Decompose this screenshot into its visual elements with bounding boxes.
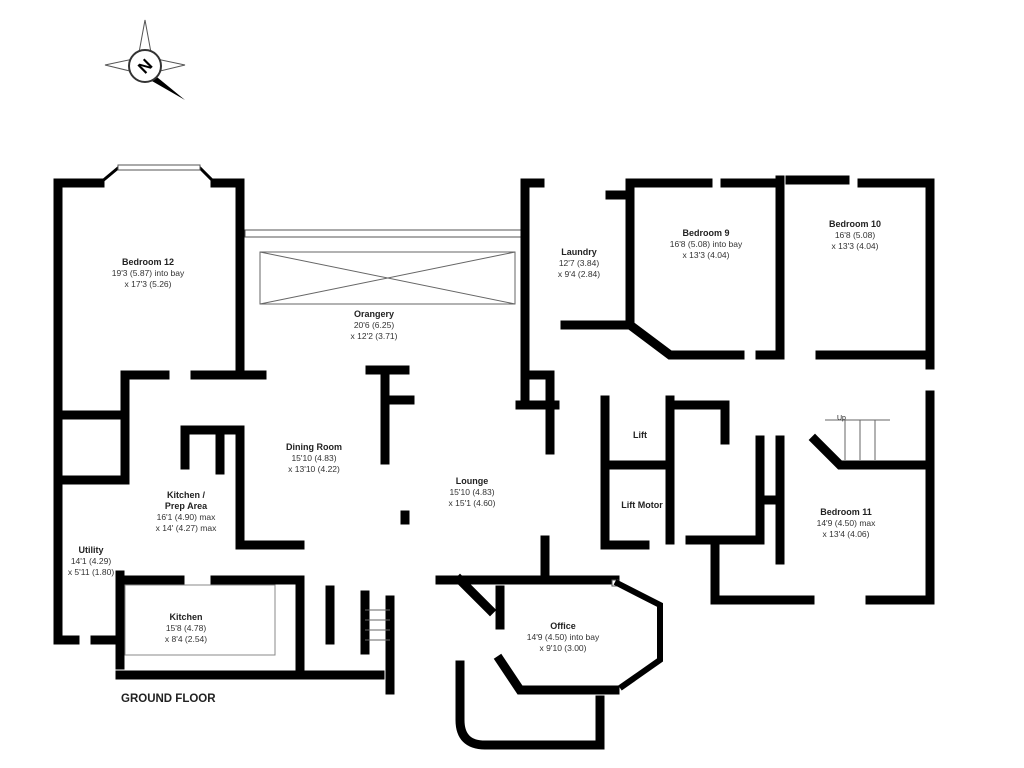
svg-text:Bedroom 11: Bedroom 11 (820, 507, 872, 517)
svg-text:19'3 (5.87) into bay: 19'3 (5.87) into bay (112, 268, 185, 278)
svg-text:Kitchen /: Kitchen / (167, 490, 206, 500)
svg-text:14'9 (4.50) max: 14'9 (4.50) max (817, 518, 877, 528)
svg-text:Orangery: Orangery (354, 309, 394, 319)
svg-text:Bedroom 9: Bedroom 9 (682, 228, 729, 238)
svg-text:Lounge: Lounge (456, 476, 489, 486)
floor-label: GROUND FLOOR (121, 693, 216, 705)
svg-text:16'8 (5.08): 16'8 (5.08) (835, 230, 876, 240)
svg-text:x 13'10 (4.22): x 13'10 (4.22) (288, 464, 340, 474)
room-label-lift-motor: Lift Motor (621, 500, 663, 510)
svg-text:20'6 (6.25): 20'6 (6.25) (354, 320, 395, 330)
svg-text:Dining Room: Dining Room (286, 442, 342, 452)
svg-text:Office: Office (550, 621, 576, 631)
room-label-office: Office 14'9 (4.50) into bay x 9'10 (3.00… (527, 621, 600, 653)
svg-text:x 13'4 (4.06): x 13'4 (4.06) (823, 529, 870, 539)
svg-text:16'1 (4.90) max: 16'1 (4.90) max (157, 512, 217, 522)
svg-text:14'1 (4.29): 14'1 (4.29) (71, 556, 112, 566)
svg-text:Laundry: Laundry (561, 247, 597, 257)
compass-icon: N (104, 19, 186, 100)
room-label-bedroom-12: Bedroom 12 19'3 (5.87) into bay x 17'3 (… (112, 257, 185, 289)
svg-text:16'8 (5.08) into bay: 16'8 (5.08) into bay (670, 239, 743, 249)
room-label-lift: Lift (633, 430, 647, 440)
svg-text:Bedroom 12: Bedroom 12 (122, 257, 174, 267)
svg-text:15'10 (4.83): 15'10 (4.83) (291, 453, 336, 463)
svg-text:Utility: Utility (78, 545, 103, 555)
svg-text:x 13'3 (4.04): x 13'3 (4.04) (683, 250, 730, 260)
svg-text:x 9'4 (2.84): x 9'4 (2.84) (558, 269, 600, 279)
svg-text:x 15'1 (4.60): x 15'1 (4.60) (449, 498, 496, 508)
svg-text:x 12'2 (3.71): x 12'2 (3.71) (351, 331, 398, 341)
room-label-orangery: Orangery 20'6 (6.25) x 12'2 (3.71) (351, 309, 398, 341)
svg-text:x 9'10 (3.00): x 9'10 (3.00) (540, 643, 587, 653)
svg-text:x 5'11 (1.80): x 5'11 (1.80) (68, 567, 115, 577)
svg-text:Kitchen: Kitchen (169, 612, 202, 622)
room-label-bedroom-10: Bedroom 10 16'8 (5.08) x 13'3 (4.04) (829, 219, 881, 251)
room-label-lounge: Lounge 15'10 (4.83) x 15'1 (4.60) (449, 476, 496, 508)
room-label-bedroom-11: Bedroom 11 14'9 (4.50) max x 13'4 (4.06) (817, 507, 877, 539)
room-label-kitchen-prep-area: Kitchen / Prep Area 16'1 (4.90) max x 14… (156, 490, 217, 533)
svg-text:x 17'3 (5.26): x 17'3 (5.26) (125, 279, 172, 289)
walls (53, 164, 935, 750)
svg-text:x 13'3 (4.04): x 13'3 (4.04) (832, 241, 879, 251)
svg-text:x 14' (4.27) max: x 14' (4.27) max (156, 523, 217, 533)
svg-text:12'7 (3.84): 12'7 (3.84) (559, 258, 600, 268)
svg-text:Prep Area: Prep Area (165, 501, 208, 511)
room-label-dining-room: Dining Room 15'10 (4.83) x 13'10 (4.22) (286, 442, 342, 474)
room-label-bedroom-9: Bedroom 9 16'8 (5.08) into bay x 13'3 (4… (670, 228, 743, 260)
svg-text:14'9 (4.50) into bay: 14'9 (4.50) into bay (527, 632, 600, 642)
svg-text:x 8'4 (2.54): x 8'4 (2.54) (165, 634, 207, 644)
svg-text:15'10 (4.83): 15'10 (4.83) (449, 487, 494, 497)
svg-text:15'8 (4.78): 15'8 (4.78) (166, 623, 207, 633)
svg-text:Bedroom 10: Bedroom 10 (829, 219, 881, 229)
room-label-kitchen: Kitchen 15'8 (4.78) x 8'4 (2.54) (165, 612, 207, 644)
room-label-utility: Utility 14'1 (4.29) x 5'11 (1.80) (68, 545, 115, 577)
stairs-up-label: Up (837, 415, 846, 422)
room-label-laundry: Laundry 12'7 (3.84) x 9'4 (2.84) (558, 247, 600, 279)
